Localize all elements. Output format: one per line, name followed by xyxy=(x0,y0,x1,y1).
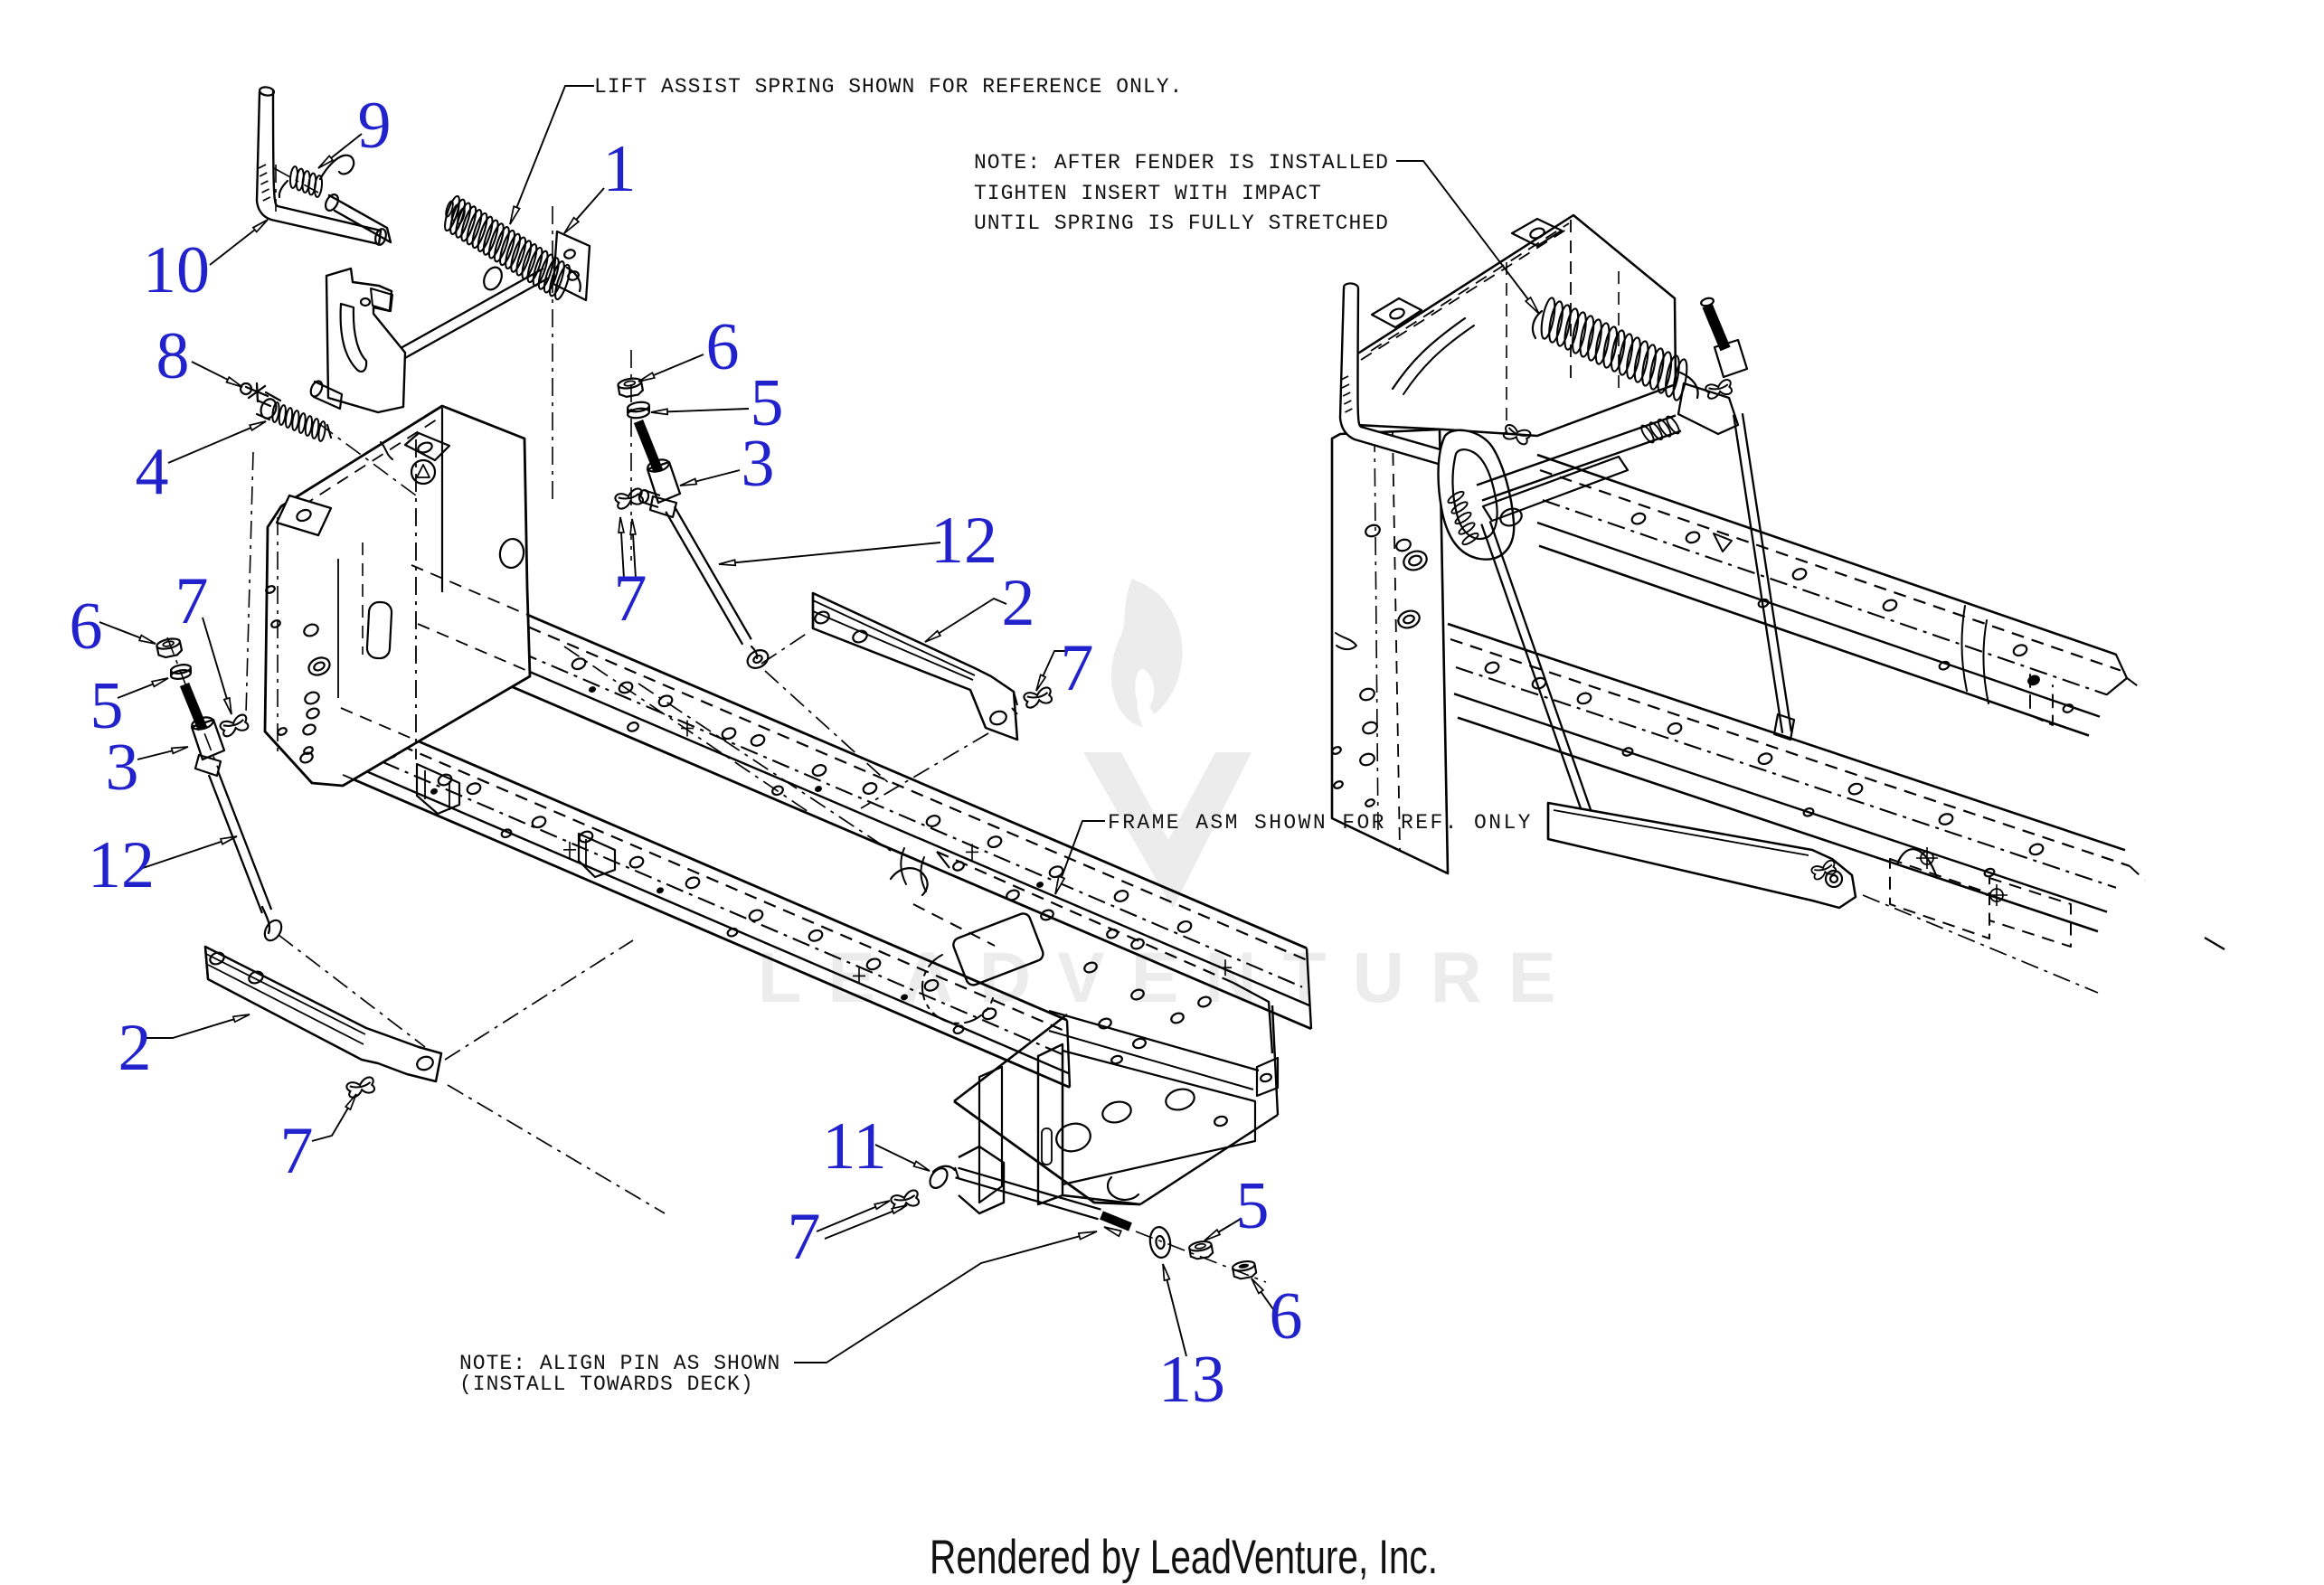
svg-text:NOTE: ALIGN PIN AS SHOWN: NOTE: ALIGN PIN AS SHOWN xyxy=(459,1352,780,1375)
svg-text:7: 7 xyxy=(175,564,209,638)
svg-text:12: 12 xyxy=(931,504,997,578)
svg-text:6: 6 xyxy=(1270,1279,1303,1354)
svg-text:3: 3 xyxy=(106,731,139,805)
svg-text:LIFT ASSIST SPRING SHOWN FOR R: LIFT ASSIST SPRING SHOWN FOR REFERENCE O… xyxy=(594,75,1183,99)
svg-text:5: 5 xyxy=(1236,1169,1270,1243)
svg-text:13: 13 xyxy=(1158,1343,1225,1417)
svg-text:1: 1 xyxy=(603,132,637,206)
svg-text:7: 7 xyxy=(1061,631,1094,705)
svg-text:4: 4 xyxy=(136,435,169,509)
svg-text:6: 6 xyxy=(706,310,740,384)
svg-text:TIGHTEN INSERT WITH IMPACT: TIGHTEN INSERT WITH IMPACT xyxy=(974,182,1322,205)
svg-text:7: 7 xyxy=(280,1114,314,1188)
svg-text:12: 12 xyxy=(88,828,155,902)
svg-text:LEADVENTURE: LEADVENTURE xyxy=(758,937,1582,1017)
svg-text:2: 2 xyxy=(1002,566,1035,640)
svg-text:2: 2 xyxy=(118,1011,152,1085)
svg-text:9: 9 xyxy=(358,89,392,163)
svg-text:7: 7 xyxy=(614,561,647,636)
svg-text:FRAME ASM SHOWN FOR REF. ONLY: FRAME ASM SHOWN FOR REF. ONLY xyxy=(1108,811,1533,835)
svg-text:Rendered by LeadVenture, Inc.: Rendered by LeadVenture, Inc. xyxy=(930,1531,1438,1584)
svg-text:5: 5 xyxy=(90,669,124,743)
svg-text:10: 10 xyxy=(143,233,210,307)
svg-text:3: 3 xyxy=(742,427,775,501)
svg-text:(INSTALL TOWARDS DECK): (INSTALL TOWARDS DECK) xyxy=(459,1373,754,1396)
svg-text:5: 5 xyxy=(751,366,784,440)
svg-text:6: 6 xyxy=(70,590,103,664)
svg-text:UNTIL SPRING IS FULLY STRETCHE: UNTIL SPRING IS FULLY STRETCHED xyxy=(974,212,1389,235)
svg-text:11: 11 xyxy=(822,1109,886,1184)
svg-text:7: 7 xyxy=(788,1200,821,1274)
svg-text:8: 8 xyxy=(156,319,190,393)
svg-text:NOTE: AFTER FENDER IS INSTALLE: NOTE: AFTER FENDER IS INSTALLED xyxy=(974,151,1389,175)
